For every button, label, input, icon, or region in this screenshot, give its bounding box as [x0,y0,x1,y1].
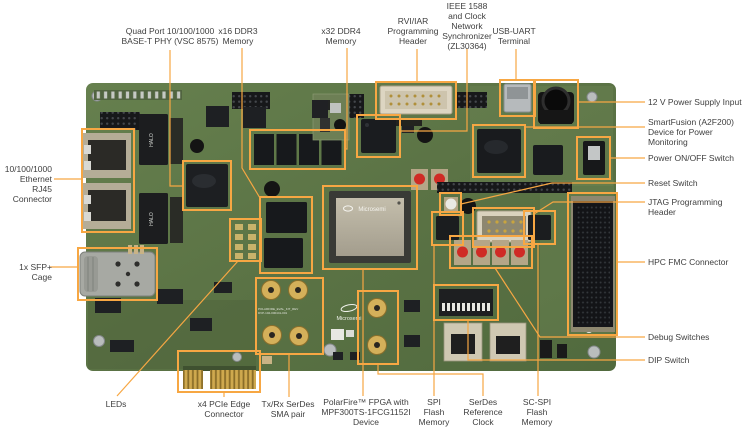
label-leds: LEDs [105,399,127,409]
fpga-chip: Microsemi [329,191,411,263]
label-reset-switch: Reset Switch [648,178,698,188]
rj45-connectors [83,133,131,229]
misc-small-parts [95,100,593,364]
fpga-logo-text: Microsemi [358,207,385,213]
label-serdes-clk: SerDes Reference Clock [463,397,503,427]
label-usb-uart: USB-UART Terminal [492,26,536,46]
label-dip: DIP Switch [648,355,690,365]
ddr3-chips [264,202,307,268]
sma-connectors [261,280,309,346]
ddr4-chips [254,134,342,165]
leds [235,224,256,259]
callout-lines [50,48,645,397]
label-spi-flash: SPI Flash Memory [418,397,450,427]
halo-text: HALO [149,133,155,147]
label-ddr4: x32 DDR4 Memory [321,26,361,46]
label-power-input: 12 V Power Supply Input [648,97,742,107]
spi-flash-chip [436,216,459,240]
label-power-switch: Power ON/OFF Switch [648,153,734,163]
label-smartfusion: SmartFusion (A2F200) Device for Power Mo… [648,117,734,147]
dip-switch [439,289,493,316]
label-sc-spi: SC-SPI Flash Memory [521,397,553,427]
board-logo-text: Microsemi [336,316,361,322]
power-modules [443,322,567,362]
barrel-jack [538,86,574,124]
label-debug: Debug Switches [648,332,710,342]
label-ddr3: x16 DDR3 Memory [218,26,258,46]
refclk-sma-connectors [367,298,387,355]
power-switch [583,141,605,175]
zl30364-chip [361,119,396,153]
label-phy: Quad Port 10/100/1000 BASE-T PHY (VSC 85… [121,26,219,46]
phy-chip [186,164,228,207]
pcie-edge-connector [183,366,256,389]
sfp-cage [79,251,156,297]
label-ieee1588: IEEE 1588 and Clock Network Synchronizer… [442,1,492,51]
label-fpga: PolarFire™ FPGA with MPF300TS-1FCG1152I … [321,397,411,427]
rvi-programming-header [379,85,453,115]
label-fmc: HPC FMC Connector [648,257,729,267]
halo-text: HALO [149,212,155,226]
label-pcie: x4 PCIe Edge Connector [197,399,251,419]
label-rj45: 10/100/1000 Ethernet RJ45 Connector [4,164,52,204]
board-silkscreen: Microsemi POLARFIRE_EVAL_KIT_REV DVP-102… [258,303,362,340]
label-sma: Tx/Rx SerDes SMA pair [261,399,315,419]
halo-transformers: HALO HALO [139,114,183,244]
label-sfp: 1x SFP+ Cage [19,262,52,282]
reset-button [444,197,458,211]
board-id-line2: DVP-102-000441-001 [258,311,288,315]
label-jtag: JTAG Programming Header [648,197,723,217]
label-rvi: RVI/IAR Programming Header [387,16,439,46]
usb-uart-connector [503,83,532,113]
fmc-connector [571,196,615,332]
board-id-line1: POLARFIRE_EVAL_KIT_REV [258,307,298,311]
smartfusion-chip [477,129,521,173]
